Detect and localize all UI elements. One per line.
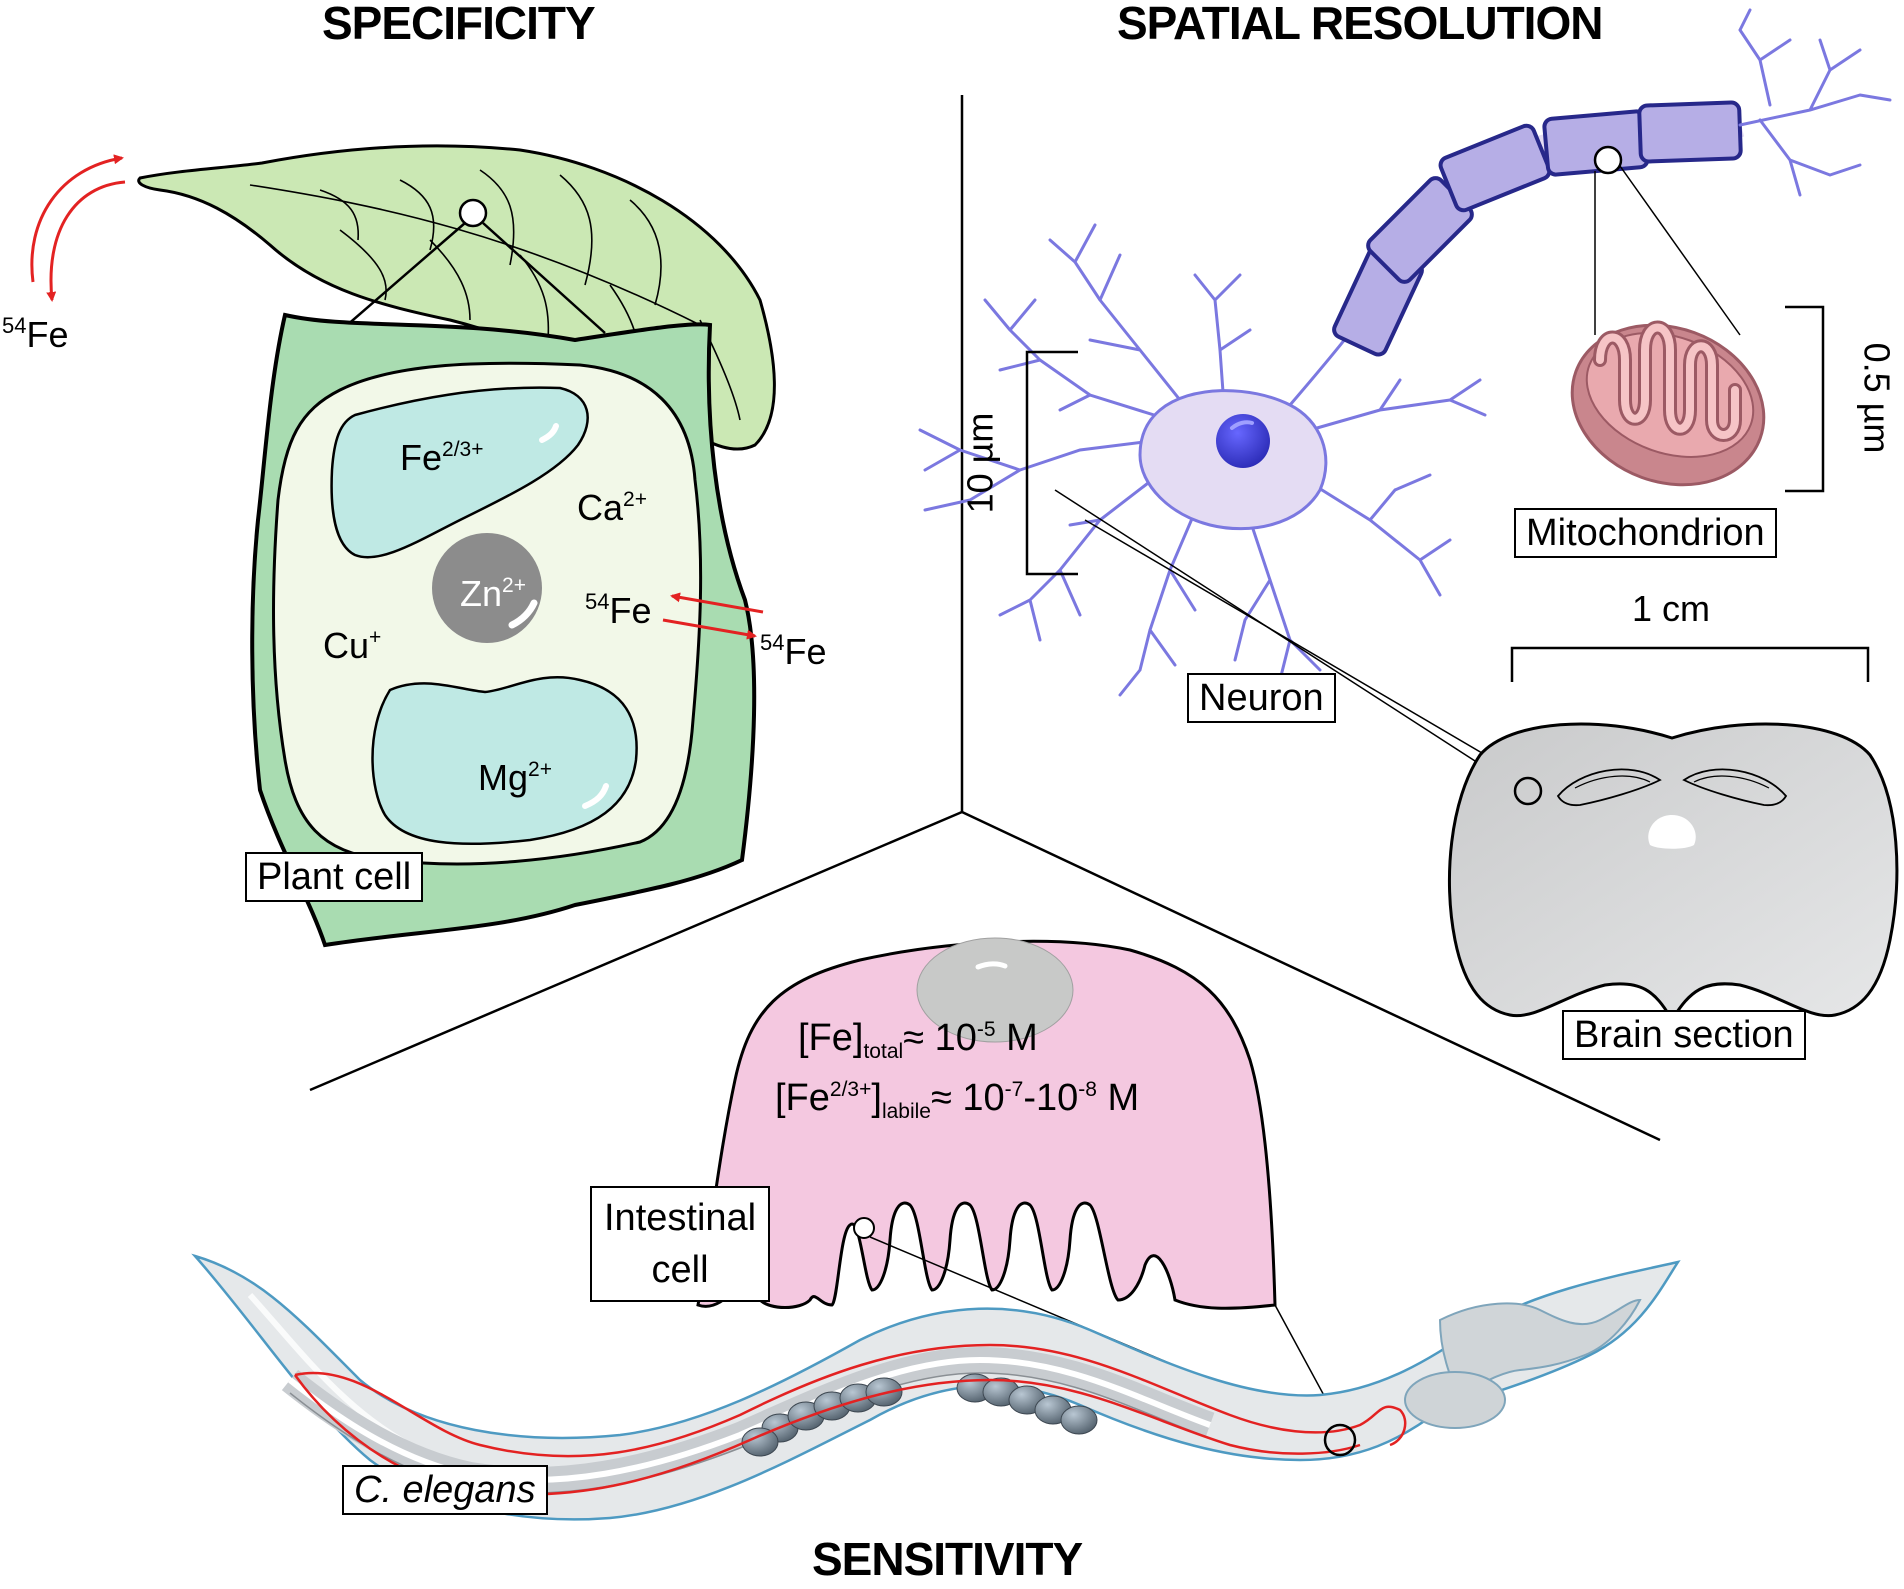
intestinal-label-line1: Intestinal (604, 1197, 757, 1239)
mitochondrion-scale-bar (1785, 305, 1825, 493)
plant-cell-label: Plant cell (245, 852, 424, 902)
mito-scale-label: 0.5 µm (1856, 342, 1898, 454)
intestinal-cell-label: Intestinal cell (590, 1186, 771, 1302)
ion-calcium: Ca2+ (577, 487, 647, 528)
intestinal-cell (696, 937, 1341, 1436)
labile-iron-concentration: [Fe2/3+]labile≈ 10-7-10-8 M (775, 1077, 1140, 1123)
plant-cell (250, 312, 757, 948)
brain-section-label: Brain section (1562, 1010, 1806, 1060)
c-elegans-label: C. elegans (342, 1465, 548, 1515)
heading-specificity: SPECIFICITY (322, 0, 596, 49)
brain-scale-label: 1 cm (1632, 588, 1711, 629)
isotope-label-exit: 54Fe (760, 630, 827, 672)
mitochondrion-label: Mitochondrion (1514, 508, 1777, 558)
brain-section (1054, 489, 1899, 1023)
isotope-label-outside: 54Fe (2, 313, 69, 355)
brain-scale-bar (1510, 646, 1870, 682)
isotope-label-inside: 54Fe (585, 589, 652, 631)
ion-iron: Fe2/3+ (400, 437, 484, 478)
c-elegans-worm (191, 1253, 1681, 1521)
panel-dividers (309, 95, 1661, 1142)
neuron-label: Neuron (1187, 673, 1336, 723)
total-iron-concentration: [Fe]total≈ 10-5 M (798, 1017, 1038, 1063)
mitochondrion (1570, 165, 1766, 487)
intestinal-label-line2: cell (651, 1249, 709, 1291)
iron-uptake-arrows (30, 154, 764, 640)
ion-magnesium: Mg2+ (478, 757, 552, 798)
neuron-scale-label: 10 µm (959, 412, 1001, 514)
heading-spatial-resolution: SPATIAL RESOLUTION (1117, 0, 1603, 49)
ion-zinc: Zn2+ (460, 573, 526, 614)
neuron (918, 8, 1892, 697)
neuron-scale-bar (1025, 350, 1078, 576)
ion-copper: Cu+ (323, 625, 382, 666)
heading-sensitivity: SENSITIVITY (812, 1533, 1083, 1585)
